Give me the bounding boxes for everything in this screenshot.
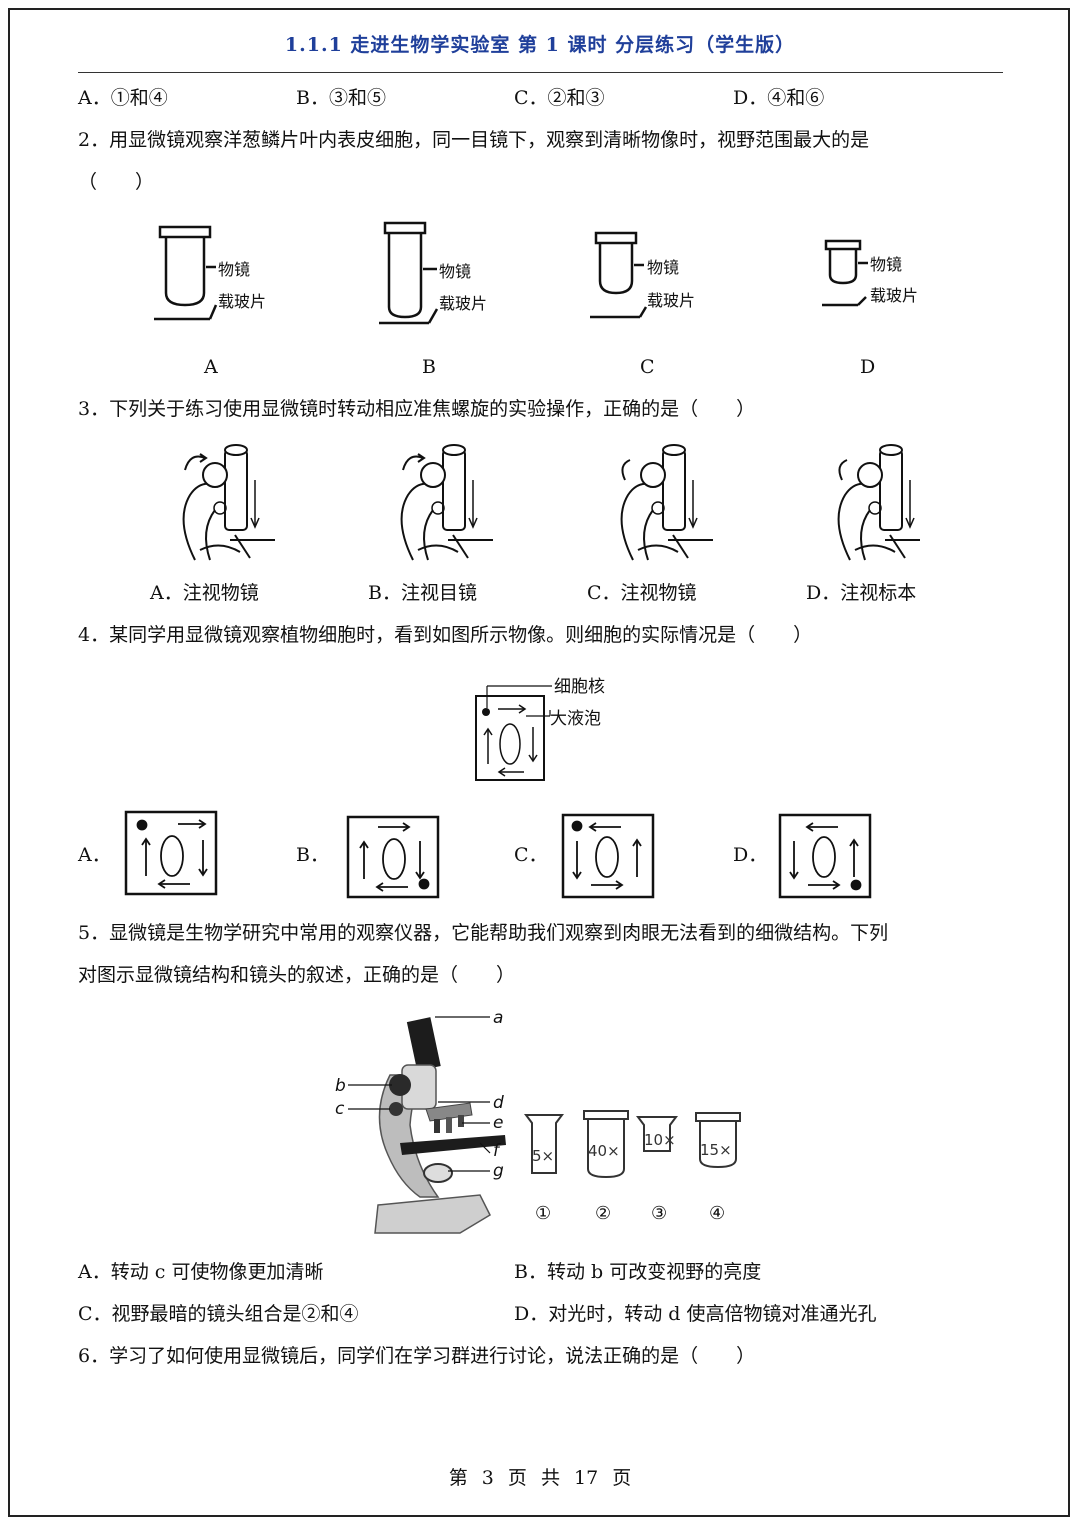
vacuole-label: 大液泡 xyxy=(550,709,601,729)
q3-focus-knob-diagrams xyxy=(182,444,920,561)
page-header-title: 1.1.1 走进生物学实验室 第 1 课时 分层练习（学生版） xyxy=(284,34,796,56)
q1-option-d: D．④和⑥ xyxy=(733,87,825,109)
part-label-f: f xyxy=(493,1141,502,1161)
q2-letter-b: B xyxy=(422,356,436,378)
q4-option-b-image xyxy=(346,815,440,899)
q1-option-c: C．②和③ xyxy=(514,87,605,109)
q2-letter-d: D xyxy=(860,356,876,378)
q4-option-d-image xyxy=(778,813,872,899)
footer-label-di: 第 xyxy=(448,1467,468,1489)
q6-stem: 6．学习了如何使用显微镜后，同学们在学习群进行讨论，说法正确的是（ ） xyxy=(78,1345,756,1367)
q4-option-c-image xyxy=(561,813,655,899)
q3-stem: 3．下列关于练习使用显微镜时转动相应准焦螺旋的实验操作，正确的是（ ） xyxy=(78,398,756,420)
footer-page-number: 3 xyxy=(481,1467,494,1489)
part-label-g: g xyxy=(493,1161,504,1181)
q5-option-b: B．转动 b 可改变视野的亮度 xyxy=(514,1261,762,1283)
lens-3-mag: 10× xyxy=(644,1131,676,1149)
lens-4-objective xyxy=(695,1112,741,1169)
q5-option-d: D．对光时，转动 d 使高倍物镜对准通光孔 xyxy=(514,1303,877,1325)
lens-1-mag: 5× xyxy=(532,1147,554,1165)
q2-stem: 2．用显微镜观察洋葱鳞片叶内表皮细胞，同一目镜下，观察到清晰物像时，视野范围最大… xyxy=(78,129,870,151)
q3-option-a: A．注视物镜 xyxy=(150,582,259,604)
lens-2-number: ② xyxy=(595,1203,611,1224)
q2-objective-a xyxy=(154,225,218,321)
q3-figure-b xyxy=(400,444,494,561)
q5-option-a: A．转动 c 可使物像更加清晰 xyxy=(78,1261,324,1283)
part-label-d: d xyxy=(493,1093,504,1113)
q1-option-b: B．③和⑤ xyxy=(296,87,386,109)
q2-a-slide-label: 载玻片 xyxy=(218,292,266,311)
q3-option-c: C．注视物镜 xyxy=(587,582,697,604)
q2-d-slide-label: 载玻片 xyxy=(870,286,918,305)
q4-letter-b: B． xyxy=(296,844,329,866)
q2-b-slide-label: 载玻片 xyxy=(439,294,487,313)
lens-2-mag: 40× xyxy=(588,1142,620,1160)
q2-d-objective-label: 物镜 xyxy=(870,255,902,274)
q4-option-a-image xyxy=(124,810,218,896)
q5-option-c: C．视野最暗的镜头组合是②和④ xyxy=(78,1303,359,1325)
lens-3-eyepiece xyxy=(636,1116,678,1152)
q4-observed-image: 细胞核 大液泡 xyxy=(475,677,605,781)
header-rule xyxy=(78,72,1003,73)
q2-objective-diagrams: 物镜 载玻片 物镜 载玻片 物镜 载玻片 物镜 载玻片 xyxy=(154,221,918,325)
q4-stem: 4．某同学用显微镜观察植物细胞时，看到如图所示物像。则细胞的实际情况是（ ） xyxy=(78,624,813,646)
footer-total-pages: 17 xyxy=(574,1467,599,1489)
q2-letter-a: A xyxy=(204,356,218,378)
q2-c-slide-label: 载玻片 xyxy=(647,291,695,310)
nucleus-label: 细胞核 xyxy=(554,677,605,697)
q3-figure-a xyxy=(182,444,276,561)
footer-label-gong: 共 xyxy=(540,1467,560,1489)
objective-collar xyxy=(158,225,212,239)
q5-stem-line1: 5．显微镜是生物学研究中常用的观察仪器，它能帮助我们观察到肉眼无法看到的细微结构… xyxy=(78,922,889,944)
q3-option-b: B．注视目镜 xyxy=(368,582,477,604)
q4-option-images xyxy=(124,810,872,899)
footer-label-ye-2: 页 xyxy=(612,1467,632,1489)
microscope-figure xyxy=(374,1017,506,1234)
q1-option-a: A．①和④ xyxy=(78,87,168,109)
q2-objective-b xyxy=(379,221,439,325)
lens-2-objective xyxy=(583,1110,629,1179)
part-label-a: a xyxy=(493,1008,503,1028)
lens-1-eyepiece xyxy=(524,1114,564,1174)
objective-body xyxy=(164,237,206,307)
q2-c-objective-label: 物镜 xyxy=(647,258,679,277)
part-label-c: c xyxy=(335,1099,345,1119)
q3-option-d: D．注视标本 xyxy=(806,582,917,604)
q2-a-objective-label: 物镜 xyxy=(218,260,250,279)
lens-4-mag: 15× xyxy=(700,1141,732,1159)
page-footer: 第 3 页 共 17 页 xyxy=(0,1463,1080,1490)
q2-objective-d xyxy=(822,239,868,307)
q4-letter-c: C． xyxy=(514,844,548,866)
q4-letter-a: A． xyxy=(78,844,111,866)
page-border xyxy=(8,8,1070,1517)
lens-3-number: ③ xyxy=(651,1203,667,1224)
q4-letter-d: D． xyxy=(733,844,768,866)
part-label-e: e xyxy=(493,1113,503,1133)
part-label-b: b xyxy=(335,1076,346,1096)
q3-figure-c xyxy=(620,444,714,561)
q2-answer-paren: （ ） xyxy=(78,171,155,193)
q2-letter-c: C xyxy=(640,356,655,378)
lens-1-number: ① xyxy=(535,1203,551,1224)
q5-microscope-diagram: a b c d e f g 5× 40× 10× 15× ① ② ③ ④ xyxy=(335,1008,741,1234)
footer-label-ye: 页 xyxy=(507,1467,527,1489)
q2-objective-c xyxy=(590,231,648,319)
lens-4-number: ④ xyxy=(709,1203,725,1224)
q5-stem-line2: 对图示显微镜结构和镜头的叙述，正确的是（ ） xyxy=(78,964,516,986)
q3-figure-d xyxy=(837,444,920,561)
q2-b-objective-label: 物镜 xyxy=(439,262,471,281)
